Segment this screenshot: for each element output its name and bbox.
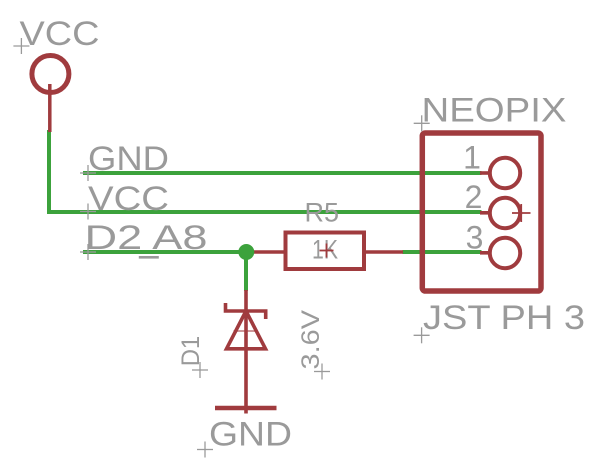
svg-text:NEOPIX: NEOPIX — [422, 92, 567, 130]
svg-text:1K: 1K — [312, 235, 338, 265]
svg-text:GND: GND — [88, 140, 169, 178]
svg-text:D1: D1 — [177, 336, 205, 367]
svg-text:VCC: VCC — [88, 180, 169, 218]
svg-text:D2 A8: D2 A8 — [85, 219, 208, 257]
svg-text:GND: GND — [209, 416, 292, 454]
svg-text:R5: R5 — [305, 198, 340, 228]
svg-text:VCC: VCC — [20, 15, 100, 53]
svg-text:1: 1 — [463, 140, 481, 176]
svg-text:2: 2 — [465, 179, 483, 215]
svg-text:JST PH 3: JST PH 3 — [423, 299, 585, 337]
svg-text:3: 3 — [466, 220, 484, 256]
svg-text:3.6V: 3.6V — [297, 310, 325, 370]
